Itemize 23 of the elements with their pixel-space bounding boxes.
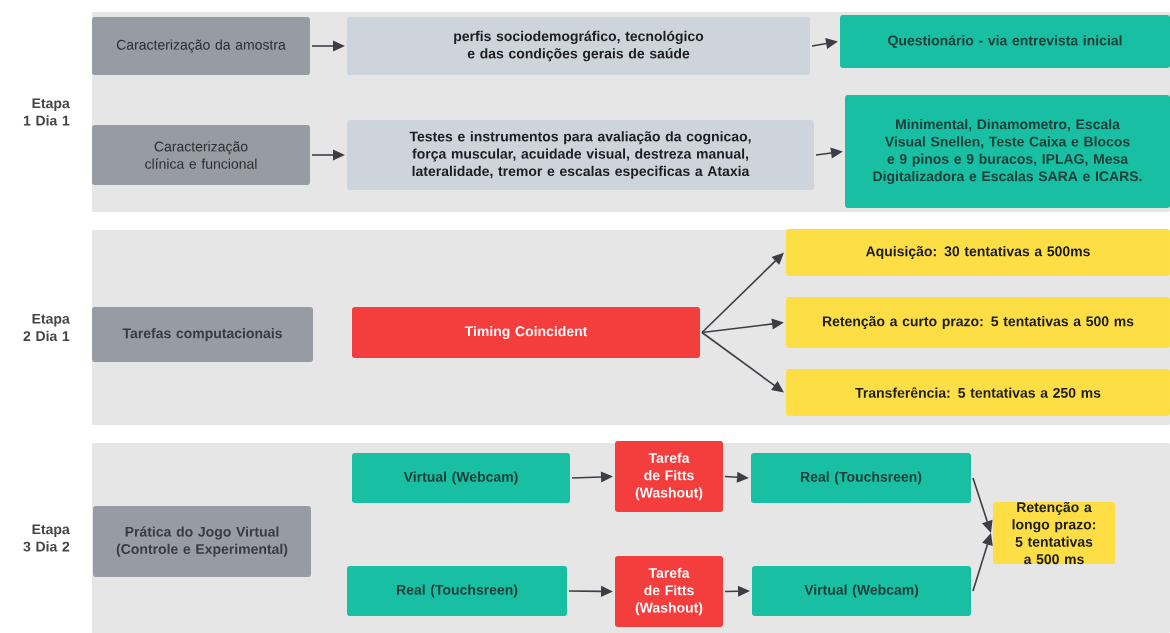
- arrow: [701, 331, 784, 393]
- result-box: Aquisição: 30 tentativas a 500ms: [786, 229, 1170, 276]
- stage-label: Etapa 2 Dia 1: [23, 313, 70, 342]
- description-box: Testes e instrumentos para avaliação da cognicao, força muscular, acuidade visual, destreza manual, lateralidade, tremor e escalas especificas a Ataxia: [347, 120, 814, 190]
- process-box: Caracterização da amostra: [92, 17, 310, 75]
- result-box: Retenção a curto prazo: 5 tentativas a 500 ms: [786, 297, 1170, 348]
- process-box: Tarefas computacionais: [92, 307, 313, 362]
- task-box: Tarefa de Fitts (Washout): [615, 441, 723, 512]
- instrument-box: Real (Touchsreen): [751, 453, 971, 503]
- process-box: Caracterização clínica e funcional: [92, 125, 310, 185]
- stage-label: Etapa 1 Dia 1: [23, 98, 70, 126]
- instrument-box: Questionário - via entrevista inicial: [840, 15, 1170, 68]
- description-box: perfis sociodemográfico, tecnológico e das condições gerais de saúde: [347, 17, 810, 75]
- process-box: Prática do Jogo Virtual (Controle e Experimental): [93, 506, 311, 577]
- task-box: Tarefa de Fitts (Washout): [615, 556, 723, 627]
- task-box: Timing Coincident: [352, 307, 700, 358]
- result-box: Retenção a longo prazo: 5 tentativas a 500 ms: [993, 501, 1115, 565]
- instrument-box: Virtual (Webcam): [352, 453, 570, 503]
- instrument-box: Virtual (Webcam): [752, 566, 971, 616]
- result-box: Transferência: 5 tentativas a 250 ms: [786, 369, 1170, 416]
- stage-label: Etapa 3 Dia 2: [23, 524, 70, 552]
- instrument-box: Real (Touchsreen): [347, 566, 567, 616]
- instrument-box: Minimental, Dinamometro, Escala Visual Snellen, Teste Caixa e Blocos e 9 pinos e 9 buracos, IPLAG, Mesa Digitalizadora e Escalas SARA e ICARS.: [845, 95, 1170, 208]
